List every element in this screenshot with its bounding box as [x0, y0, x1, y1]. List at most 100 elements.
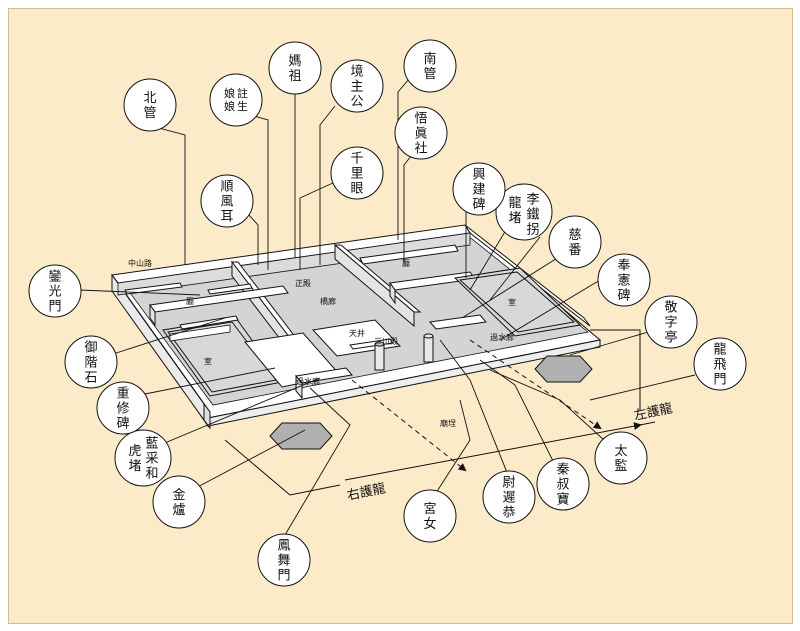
- callout-char-jingzhu: 主: [350, 80, 363, 95]
- callout-wuzhenshe: 悟眞社: [414, 112, 427, 157]
- callout-char-shunfenger: 風: [220, 195, 233, 210]
- label-ting-right: 廳: [402, 258, 410, 268]
- callout-char-lancaihe: 和: [145, 467, 158, 482]
- callout-char-mazu: 祖: [288, 69, 301, 84]
- callout-circle-xingjianbei: [452, 162, 506, 216]
- callout-char-weichigong: 恭: [502, 506, 515, 521]
- callout-char-fengwumen: 舞: [277, 554, 290, 569]
- callout-char-longfeimen: 門: [713, 373, 726, 388]
- label-zuohulong: 左護龍: [633, 400, 674, 424]
- callout-circle-yujieshi: [64, 335, 118, 389]
- callout-char-jingzhu: 境: [350, 65, 363, 80]
- callout-fengxianbei: 奉憲碑: [617, 259, 630, 304]
- hexagon-jinlu: [269, 422, 333, 450]
- callout-char-xingjianbei: 興: [472, 168, 485, 183]
- label-guoshuilang-right: 過水廊: [490, 332, 514, 342]
- callout-char-nanguan: 管: [423, 67, 436, 82]
- callout-char-weichigong: 尉: [502, 476, 515, 491]
- callout-circle-wuzhenshe: [394, 106, 448, 160]
- callout-char-zhusheng: 生: [237, 99, 248, 113]
- callout-luanguangmen: 鑾光門: [48, 270, 61, 315]
- columns: [374, 333, 434, 371]
- callout-nanguan: 南管: [423, 51, 436, 82]
- callout-circle-fengxianbei: [597, 253, 651, 307]
- callout-char-qianliyan: 千: [350, 152, 363, 167]
- label-shi-left: 室: [204, 356, 212, 366]
- callout-jingzhu: 境主公: [350, 65, 363, 110]
- callout-chongxiubei: 重修碑: [116, 386, 129, 432]
- callout-char-gongnu: 女: [423, 516, 436, 532]
- label-ting-left: 廳: [186, 296, 194, 306]
- callout-char-jingziting: 敬: [664, 300, 677, 316]
- callout-char-longfeimen: 龍: [713, 342, 726, 358]
- callout-char-chongxiubei: 碑: [116, 416, 129, 432]
- callout-shunfenger: 順風耳: [220, 180, 233, 225]
- callout-circle-jinlu: [152, 475, 206, 529]
- callout-longfeimen: 龍飛門: [713, 342, 726, 388]
- callout-char-wuzhenshe: 眞: [414, 127, 427, 142]
- callout-hudu: 虎堵: [128, 444, 141, 474]
- callout-char-jingziting: 亭: [664, 330, 677, 346]
- callout-circle-weichigong: [482, 470, 536, 524]
- callout-circle-jingzhu: [330, 59, 384, 113]
- callout-char-hudu: 堵: [128, 459, 141, 474]
- callout-char-cifan: 慈: [568, 228, 581, 243]
- callout-char-gongnu: 宮: [423, 501, 436, 517]
- callout-beiguan: 北管: [143, 91, 156, 121]
- callout-char-beiguan: 管: [143, 106, 156, 121]
- callout-char-jinlu: 爐: [172, 503, 185, 518]
- callout-char-chongxiubei: 重: [116, 386, 129, 402]
- callout-char-shunfenger: 順: [220, 180, 233, 195]
- label-qiaolang: 橋廊: [320, 296, 336, 306]
- callout-char-hudu: 虎: [128, 444, 141, 459]
- callout-char-mazu: 媽: [288, 54, 301, 69]
- callout-char-yujieshi: 御: [84, 341, 97, 356]
- callout-lancaihe: 藍采和: [145, 437, 158, 482]
- callout-circle-taijian: [594, 431, 648, 485]
- callout-char-wuzhenshe: 悟: [414, 112, 427, 127]
- callout-char-weichigong: 遲: [502, 491, 515, 506]
- front-walls: [179, 314, 487, 400]
- callout-cifan: 慈番: [568, 228, 581, 258]
- callout-char-xingjianbei: 建: [472, 183, 485, 198]
- callout-char-zhusheng: 註: [237, 87, 248, 100]
- callout-circle-hudu-lancaihe: [114, 429, 172, 487]
- label-sanchuandian: 三川殿: [374, 337, 398, 346]
- callout-qianliyan: 千里眼: [350, 152, 363, 197]
- callout-char-nanguan: 南: [423, 51, 436, 67]
- callout-litieguai: 李鐵拐: [526, 193, 539, 238]
- label-shi-right: 室: [508, 297, 516, 307]
- label-tianjing: 天井: [349, 328, 365, 338]
- callout-circle-gongnu: [403, 489, 457, 543]
- callout-char-shunfenger: 耳: [220, 210, 233, 225]
- callout-char-cifan: 番: [568, 243, 581, 258]
- label-guoshuilang-left: 過水廊: [296, 376, 320, 386]
- callout-char-fengwumen: 門: [277, 569, 290, 584]
- callout-char-lancaihe: 采: [145, 452, 158, 467]
- callout-char-litieguai: 李: [526, 193, 539, 208]
- callout-yujieshi: 御階石: [84, 341, 97, 386]
- callout-char-xingjianbei: 碑: [472, 197, 485, 213]
- callout-gongnu: 宮女: [423, 501, 436, 532]
- callout-circle-qinshubao: [536, 457, 590, 511]
- callout-char-taijian: 監: [614, 458, 627, 474]
- label-zhongshan-road: 中山路: [128, 258, 152, 268]
- callout-char-luanguangmen: 光: [48, 285, 61, 300]
- callout-char-lancaihe: 藍: [145, 437, 158, 452]
- callout-weichigong: 尉遲恭: [502, 476, 515, 521]
- callout-taijian: 太監: [614, 444, 627, 474]
- callout-char-jingziting: 字: [664, 316, 677, 331]
- callout-char-zhusheng: 娘: [224, 86, 235, 100]
- callout-circle-qianliyan: [330, 146, 384, 200]
- right-room-box: [453, 267, 582, 337]
- callout-char-taijian: 太: [614, 444, 627, 459]
- dashed-paths: [351, 339, 602, 472]
- callout-char-chongxiubei: 修: [116, 402, 129, 417]
- callout-char-qinshubao: 寶: [556, 492, 569, 508]
- callout-char-yujieshi: 石: [84, 371, 97, 386]
- callout-fengwumen: 鳳舞門: [277, 539, 290, 584]
